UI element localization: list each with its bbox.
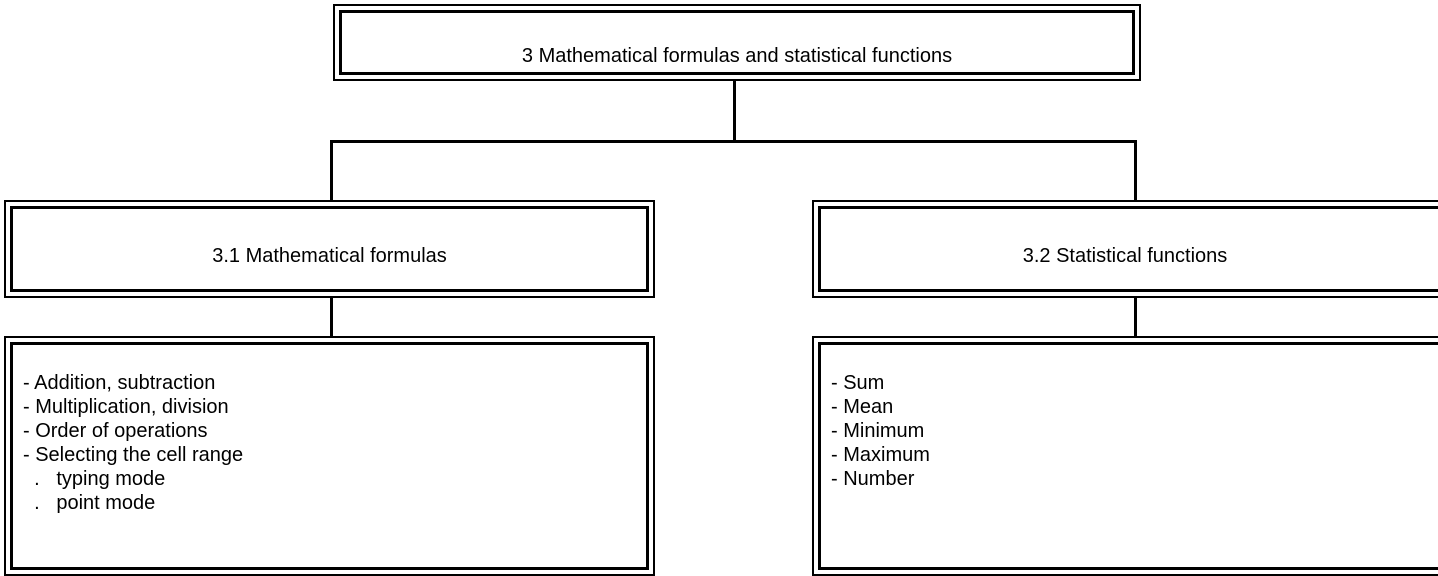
list-item: - Minimum [831,420,925,442]
list-item: - Number [831,468,915,490]
connector-left-detail [330,296,333,338]
branch-stats-node: 3.2 Statistical functions [812,200,1438,298]
branch-stats-items: - Sum - Mean - Minimum - Maximum - Numbe… [831,371,930,491]
branch-stats-title: 3.2 Statistical functions [1022,245,1228,267]
root-node-inner-border [339,10,1135,75]
list-item: . typing mode [23,468,166,490]
list-item: - Selecting the cell range [23,444,244,466]
branch-math-detail: - Addition, subtraction - Multiplication… [4,336,655,576]
root-node-title: 3 Mathematical formulas and statistical … [521,45,953,67]
branch-math-title: 3.1 Mathematical formulas [212,245,447,267]
connector-left-down [330,140,333,204]
branch-stats-node-inner-border [818,206,1438,292]
list-item: - Addition, subtraction [23,372,216,394]
list-item: - Multiplication, division [23,396,229,418]
branch-math-node: 3.1 Mathematical formulas [4,200,655,298]
connector-horizontal [330,140,1137,143]
list-item: - Sum [831,372,885,394]
branch-math-items: - Addition, subtraction - Multiplication… [23,371,243,515]
connector-right-down [1134,140,1137,204]
connector-root-down [733,79,736,142]
branch-stats-detail: - Sum - Mean - Minimum - Maximum - Numbe… [812,336,1438,576]
branch-math-node-inner-border [10,206,649,292]
list-item: - Mean [831,396,894,418]
list-item: - Order of operations [23,420,208,442]
root-node: 3 Mathematical formulas and statistical … [333,4,1141,81]
list-item: - Maximum [831,444,930,466]
connector-right-detail [1134,296,1137,338]
list-item: . point mode [23,492,156,514]
